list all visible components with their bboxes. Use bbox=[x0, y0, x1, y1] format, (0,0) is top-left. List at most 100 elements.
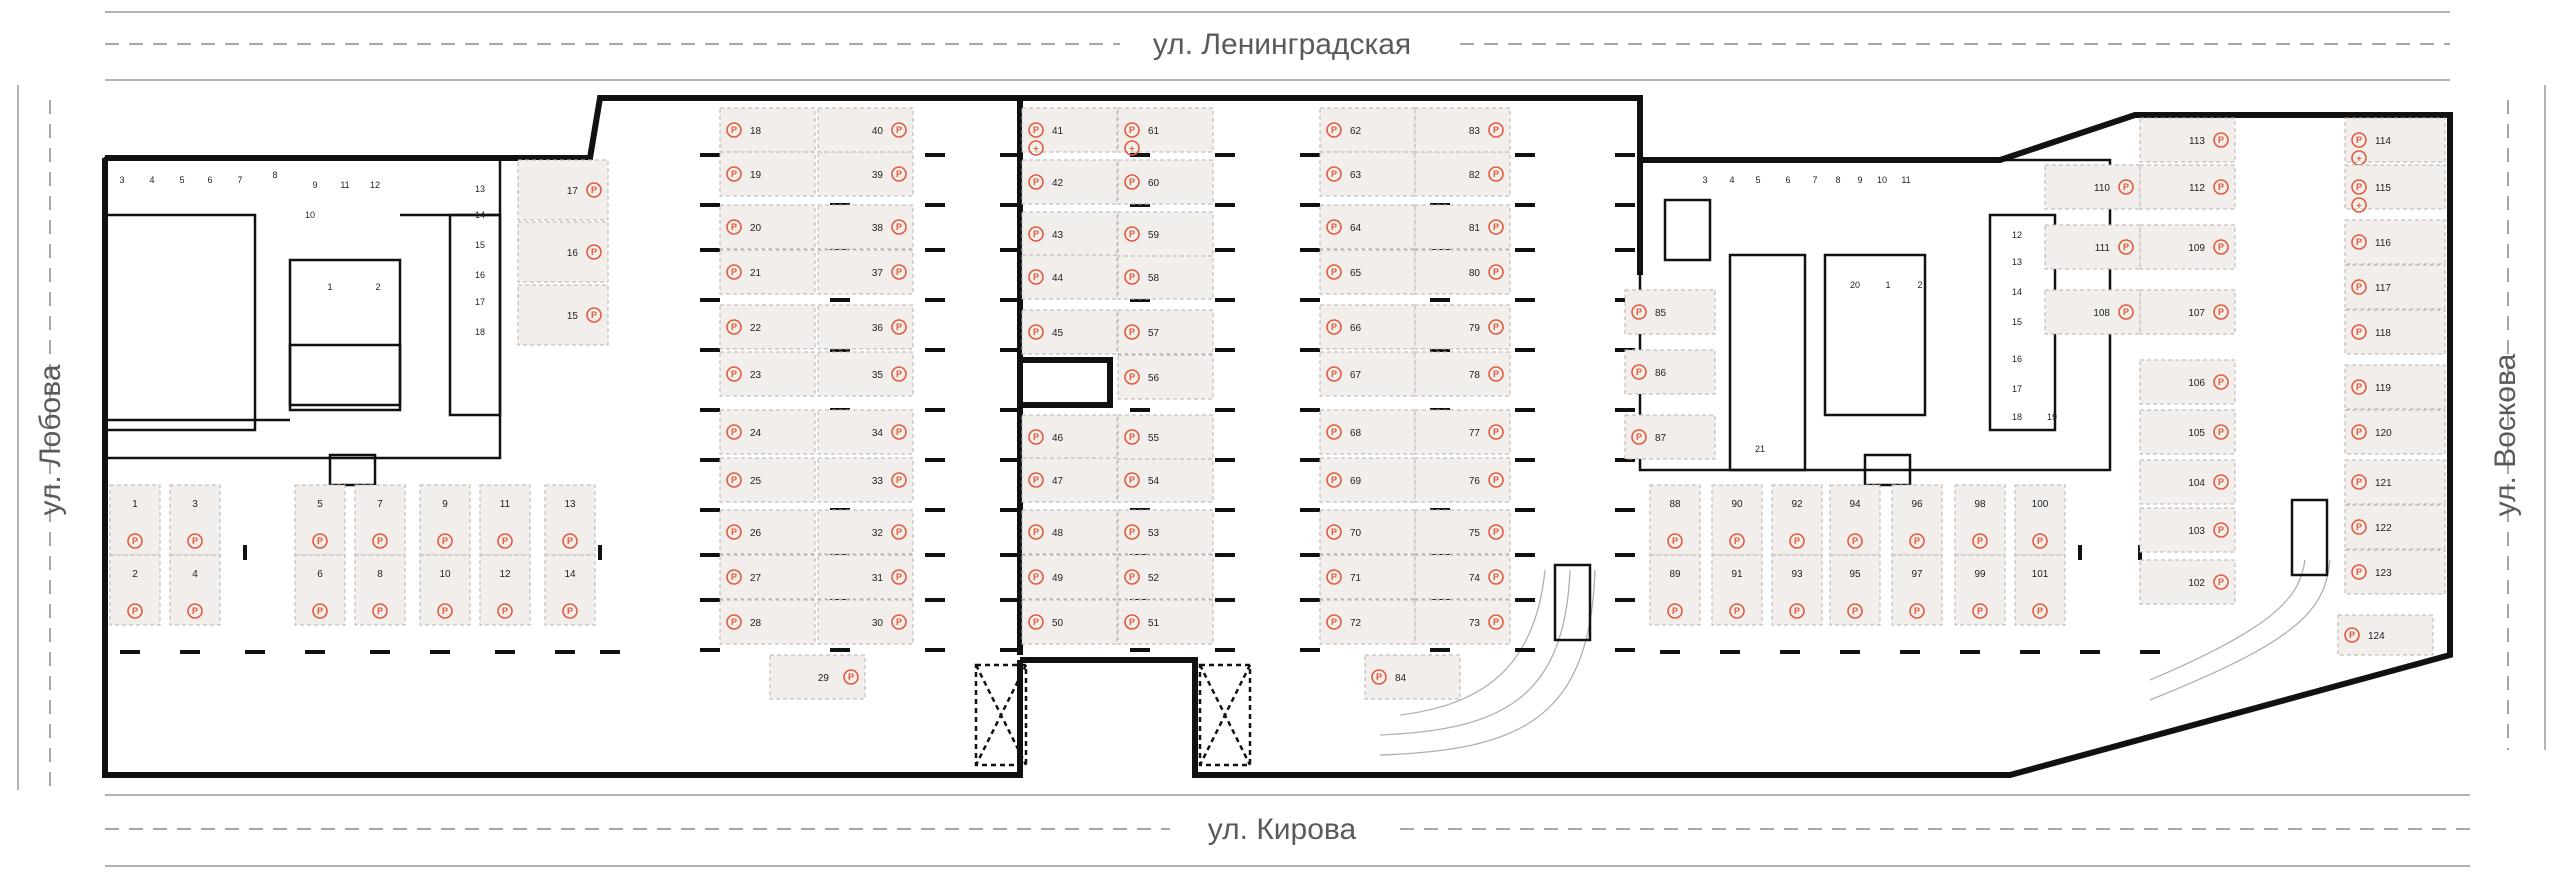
parking-spot-79[interactable]: P79 bbox=[1414, 304, 1511, 350]
parking-spot-17[interactable]: P17 bbox=[517, 159, 609, 221]
parking-spot-33[interactable]: P33 bbox=[817, 457, 914, 503]
parking-spot-13[interactable]: P13 bbox=[544, 484, 596, 556]
parking-spot-30[interactable]: P30 bbox=[817, 599, 914, 645]
parking-spot-73[interactable]: P73 bbox=[1414, 599, 1511, 645]
parking-spot-10[interactable]: P10 bbox=[419, 554, 471, 626]
parking-spot-88[interactable]: P88 bbox=[1649, 484, 1701, 556]
parking-spot-11[interactable]: P11 bbox=[479, 484, 531, 556]
parking-spot-98[interactable]: P98 bbox=[1954, 484, 2006, 556]
parking-spot-92[interactable]: P92 bbox=[1771, 484, 1823, 556]
parking-spot-97[interactable]: P97 bbox=[1891, 554, 1943, 626]
parking-spot-95[interactable]: P95 bbox=[1829, 554, 1881, 626]
parking-spot-91[interactable]: P91 bbox=[1711, 554, 1763, 626]
parking-spot-40[interactable]: P40 bbox=[817, 107, 914, 153]
parking-spot-37[interactable]: P37 bbox=[817, 249, 914, 295]
parking-spot-39[interactable]: P39 bbox=[817, 151, 914, 197]
parking-spot-77[interactable]: P77 bbox=[1414, 409, 1511, 455]
parking-spot-16[interactable]: P16 bbox=[517, 221, 609, 283]
parking-spot-12[interactable]: P12 bbox=[479, 554, 531, 626]
parking-spot-99[interactable]: P99 bbox=[1954, 554, 2006, 626]
parking-spot-115[interactable]: P+115 bbox=[2344, 164, 2446, 213]
parking-spot-96[interactable]: P96 bbox=[1891, 484, 1943, 556]
parking-spot-3[interactable]: P3 bbox=[169, 484, 221, 556]
parking-spot-74[interactable]: P74 bbox=[1414, 554, 1511, 600]
parking-spot-41[interactable]: P+41 bbox=[1021, 107, 1118, 156]
parking-spot-15[interactable]: P15 bbox=[517, 284, 609, 346]
parking-spot-81[interactable]: P81 bbox=[1414, 204, 1511, 250]
parking-spot-14[interactable]: P14 bbox=[544, 554, 596, 626]
parking-spot-38[interactable]: P38 bbox=[817, 204, 914, 250]
parking-spot-93[interactable]: P93 bbox=[1771, 554, 1823, 626]
parking-spot-5[interactable]: P5 bbox=[294, 484, 346, 556]
parking-spot-8[interactable]: P8 bbox=[354, 554, 406, 626]
parking-spot-7[interactable]: P7 bbox=[354, 484, 406, 556]
parking-spot-75[interactable]: P75 bbox=[1414, 509, 1511, 555]
parking-spot-90[interactable]: P90 bbox=[1711, 484, 1763, 556]
parking-spot-83[interactable]: P83 bbox=[1414, 107, 1511, 153]
parking-spot-94[interactable]: P94 bbox=[1829, 484, 1881, 556]
parking-spot-80[interactable]: P80 bbox=[1414, 249, 1511, 295]
parking-spot-78[interactable]: P78 bbox=[1414, 351, 1511, 397]
parking-spot-89[interactable]: P89 bbox=[1649, 554, 1701, 626]
parking-spot-32[interactable]: P32 bbox=[817, 509, 914, 555]
parking-spot-6[interactable]: P6 bbox=[294, 554, 346, 626]
